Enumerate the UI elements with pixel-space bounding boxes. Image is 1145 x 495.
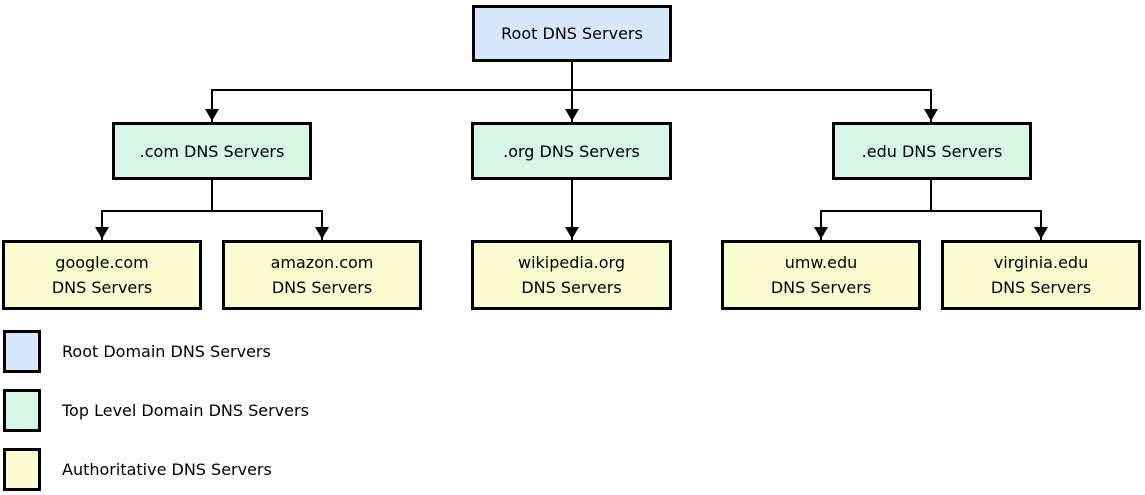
node-label: amazon.com DNS Servers	[270, 253, 374, 297]
node-label: wikipedia.org DNS Servers	[518, 253, 625, 297]
node-virginia-edu-dns-servers: virginia.edu DNS Servers	[941, 240, 1141, 310]
node-label: .edu DNS Servers	[861, 141, 1003, 161]
node-label: Root DNS Servers	[501, 24, 643, 43]
legend-item-root: Root Domain DNS Servers	[3, 330, 309, 373]
legend-item-tld: Top Level Domain DNS Servers	[3, 389, 309, 432]
legend-item-authoritative: Authoritative DNS Servers	[3, 448, 309, 491]
node-label: .com DNS Servers	[139, 141, 285, 161]
legend-swatch-top-level-domain	[3, 389, 41, 432]
node-edu-dns-servers: .edu DNS Servers	[832, 122, 1032, 180]
node-label: google.com DNS Servers	[51, 253, 153, 297]
node-label: umw.edu DNS Servers	[770, 253, 872, 297]
legend-label: Authoritative DNS Servers	[62, 460, 272, 479]
legend-swatch-root-domain	[3, 330, 41, 373]
legend-label: Root Domain DNS Servers	[62, 342, 271, 361]
node-wikipedia-org-dns-servers: wikipedia.org DNS Servers	[471, 240, 672, 310]
node-umw-edu-dns-servers: umw.edu DNS Servers	[721, 240, 921, 310]
node-label: virginia.edu DNS Servers	[990, 253, 1092, 297]
node-com-dns-servers: .com DNS Servers	[112, 122, 312, 180]
legend-swatch-authoritative	[3, 448, 41, 491]
node-google-com-dns-servers: google.com DNS Servers	[2, 240, 202, 310]
node-amazon-com-dns-servers: amazon.com DNS Servers	[222, 240, 422, 310]
node-root-dns-servers: Root DNS Servers	[472, 5, 672, 62]
node-org-dns-servers: .org DNS Servers	[471, 122, 672, 180]
legend-label: Top Level Domain DNS Servers	[62, 401, 309, 420]
legend: Root Domain DNS Servers Top Level Domain…	[3, 330, 309, 495]
node-label: .org DNS Servers	[503, 141, 640, 161]
